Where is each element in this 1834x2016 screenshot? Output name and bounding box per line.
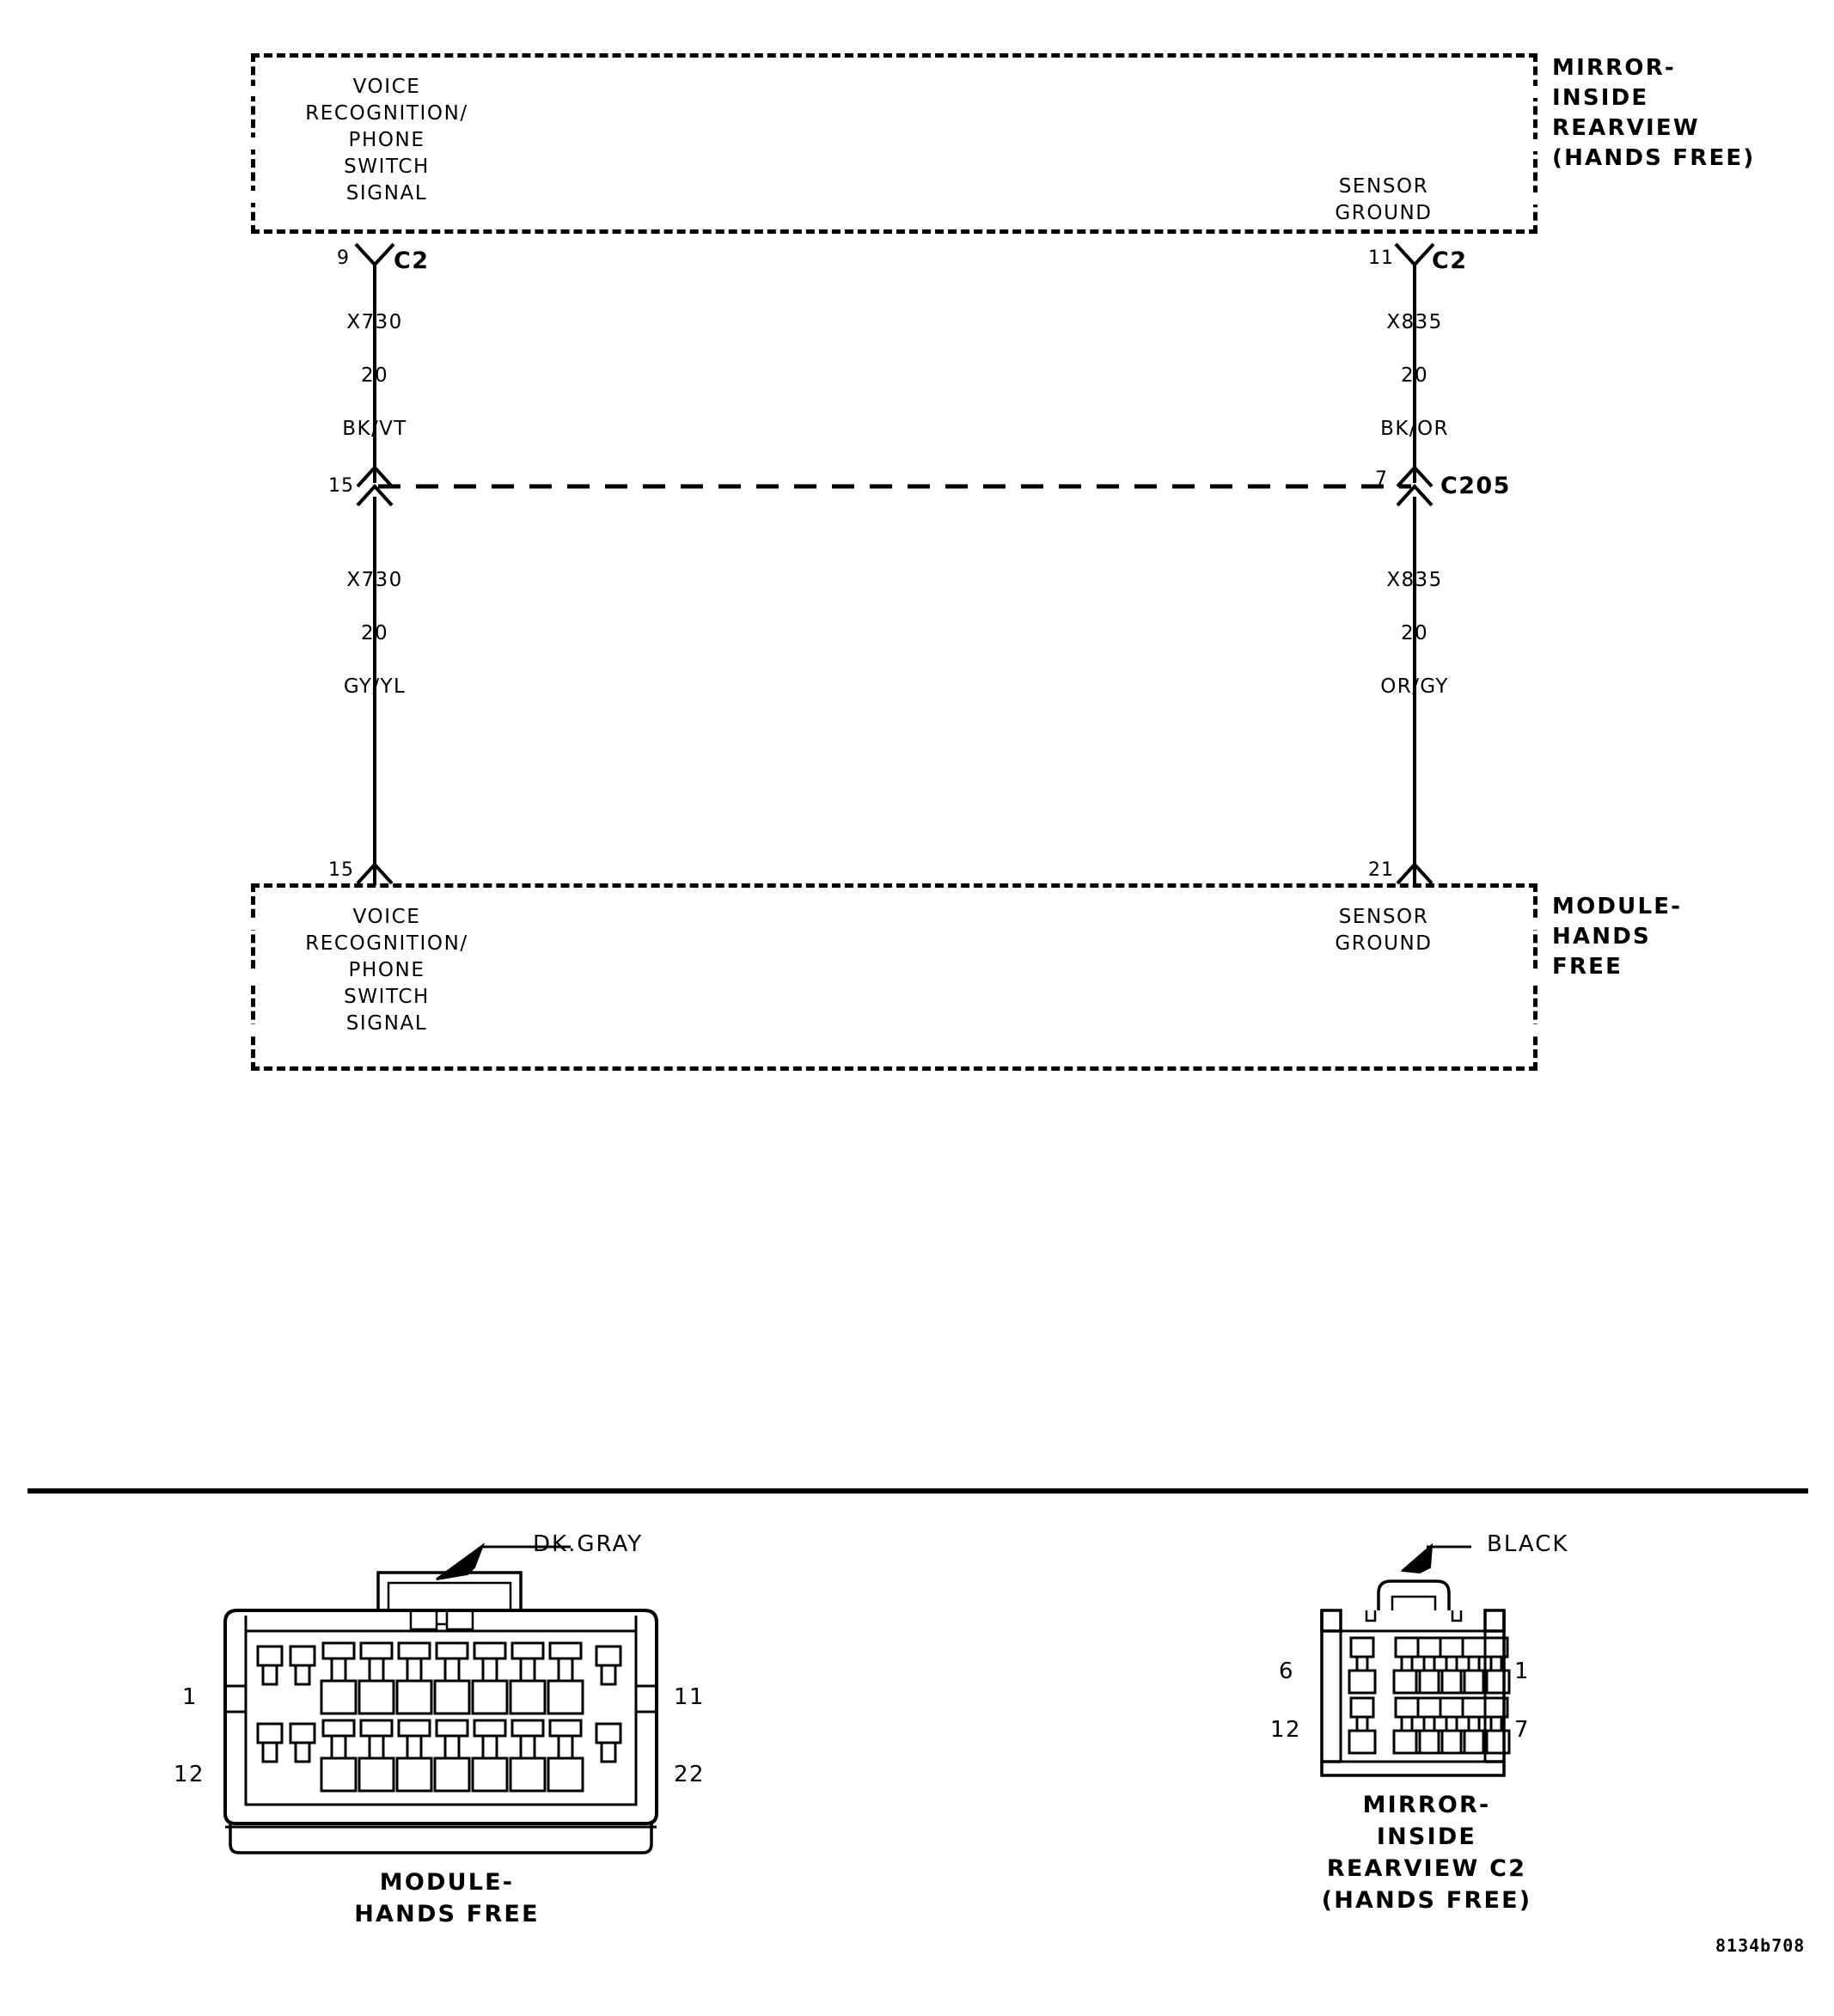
connector-pin-label-top-left-module: 1 xyxy=(182,1684,199,1710)
connector-id-c205: C205 xyxy=(1440,473,1511,499)
color-callout-label-black: BLACK xyxy=(1487,1531,1569,1557)
wire-gauge: 20 xyxy=(360,364,389,387)
box-edge-gap xyxy=(1531,918,1541,930)
signal-label-sensor-ground-top: SENSOR GROUND xyxy=(1335,175,1433,224)
color-callout-arrow-black xyxy=(1400,1543,1434,1574)
connector-pin-label-bottom-right-module: 22 xyxy=(674,1762,706,1787)
pin-number-bottom-right: 21 xyxy=(1368,859,1394,881)
wire-circuit: X835 xyxy=(1386,569,1443,591)
box-edge-gap xyxy=(248,918,258,930)
wire-label-right-upper: X835 20 BK/OR xyxy=(1337,309,1492,443)
color-callout-arrow-dk-gray xyxy=(436,1543,486,1580)
box-edge-gap xyxy=(248,137,258,150)
connector-id-c2-right: C2 xyxy=(1432,247,1468,274)
pin-number-bottom-left: 15 xyxy=(328,859,354,881)
box-edge-gap xyxy=(248,1024,258,1036)
pin-number-c205-left: 15 xyxy=(328,475,354,497)
wire-circuit: X835 xyxy=(1386,311,1443,333)
connector-pin-label-bottom-right-mirror: 7 xyxy=(1514,1717,1531,1743)
connector-caption-mirror-inside-rearview-c2: MIRROR- INSIDE REARVIEW C2 (HANDS FREE) xyxy=(1321,1792,1532,1914)
wire-color: BK/OR xyxy=(1380,418,1449,440)
wire-label-left-upper: X730 20 BK/VT xyxy=(297,309,452,443)
connector-pin-label-bottom-left-mirror: 12 xyxy=(1270,1717,1302,1743)
connector-symbol-c2-left xyxy=(354,242,395,278)
box-edge-gap xyxy=(1531,139,1541,151)
wire-right-lower-run xyxy=(1413,497,1416,885)
box-edge-gap xyxy=(1531,192,1541,205)
wire-label-left-lower: X730 20 GY/YL xyxy=(297,567,452,700)
wire-gauge: 20 xyxy=(1400,364,1429,387)
box-edge-gap xyxy=(248,971,258,983)
wire-right-upper-run xyxy=(1413,277,1416,483)
wire-color: BK/VT xyxy=(342,418,407,440)
connector-pin-label-top-left-mirror: 6 xyxy=(1279,1659,1295,1684)
section-divider xyxy=(28,1488,1808,1494)
diagram-id-code: 8134b708 xyxy=(1715,1935,1806,1956)
connector-symbol-c2-right xyxy=(1394,242,1435,278)
pin-number-c205-right: 7 xyxy=(1375,468,1388,490)
wire-color: OR/GY xyxy=(1380,675,1449,698)
wire-color: GY/YL xyxy=(343,675,407,698)
wire-label-right-lower: X835 20 OR/GY xyxy=(1337,567,1492,700)
color-callout-label-dk-gray: DK.GRAY xyxy=(533,1531,644,1557)
connector-pin-label-bottom-left-module: 12 xyxy=(174,1762,205,1787)
connector-pin-label-top-right-module: 11 xyxy=(674,1684,706,1710)
component-name-module-hands-free: MODULE- HANDS FREE xyxy=(1552,894,1683,980)
signal-label-voice-recognition-top: VOICE RECOGNITION/ PHONE SWITCH SIGNAL xyxy=(305,76,468,205)
component-name-mirror-inside-rearview: MIRROR- INSIDE REARVIEW (HANDS FREE) xyxy=(1552,55,1756,171)
pin-number-top-right: 11 xyxy=(1368,247,1394,269)
connector-caption-module-hands-free: MODULE- HANDS FREE xyxy=(354,1869,540,1927)
box-edge-gap xyxy=(248,191,258,203)
wire-gauge: 20 xyxy=(360,622,389,645)
box-edge-gap xyxy=(1531,971,1541,983)
connector-id-c2-left: C2 xyxy=(394,247,430,274)
pin-number-top-left: 9 xyxy=(337,247,350,269)
connector-pin-label-top-right-mirror: 1 xyxy=(1514,1659,1531,1684)
box-edge-gap xyxy=(248,86,258,96)
wire-gauge: 20 xyxy=(1400,622,1429,645)
signal-label-voice-recognition-bottom: VOICE RECOGNITION/ PHONE SWITCH SIGNAL xyxy=(305,906,468,1035)
connector-view-mirror-inside-rearview-c2 xyxy=(1320,1545,1511,1777)
wire-left-upper-run xyxy=(373,277,376,483)
connector-view-module-hands-free xyxy=(223,1545,658,1854)
box-edge-gap xyxy=(1531,1024,1541,1036)
wire-left-lower-run xyxy=(373,497,376,885)
wire-circuit: X730 xyxy=(346,311,403,333)
signal-label-sensor-ground-bottom: SENSOR GROUND xyxy=(1335,906,1433,955)
box-edge-gap xyxy=(1531,86,1541,98)
wire-circuit: X730 xyxy=(346,569,403,591)
